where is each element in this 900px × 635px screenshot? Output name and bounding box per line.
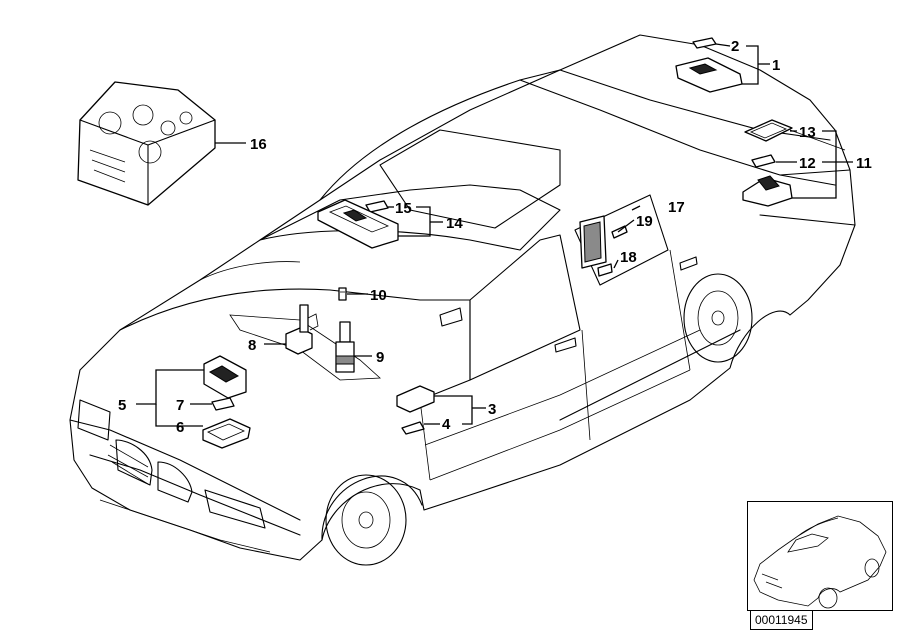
diagram-reference-code: 00011945 bbox=[750, 610, 813, 630]
callout-6: 6 bbox=[176, 419, 184, 436]
callout-17: 17 bbox=[668, 199, 685, 216]
callout-13: 13 bbox=[799, 124, 816, 141]
callout-9: 9 bbox=[376, 349, 384, 366]
glovebox-light bbox=[202, 355, 251, 449]
callout-18: 18 bbox=[620, 249, 637, 266]
callout-10: 10 bbox=[370, 287, 387, 304]
leader-lines bbox=[136, 43, 853, 427]
callout-14: 14 bbox=[446, 215, 463, 232]
switch-9 bbox=[335, 321, 355, 373]
callout-5: 5 bbox=[118, 397, 126, 414]
front-interior-light bbox=[317, 199, 399, 249]
bulb-kit-box bbox=[77, 81, 216, 206]
callout-15: 15 bbox=[395, 200, 412, 217]
callout-2: 2 bbox=[731, 38, 739, 55]
callout-16: 16 bbox=[250, 136, 267, 153]
callout-7: 7 bbox=[176, 397, 184, 414]
socket-8 bbox=[285, 304, 319, 355]
callout-4: 4 bbox=[442, 416, 451, 433]
callout-19: 19 bbox=[636, 213, 653, 230]
pillar-light bbox=[579, 215, 628, 277]
footwell-light bbox=[396, 385, 435, 435]
callout-3: 3 bbox=[488, 401, 496, 418]
bulb-10 bbox=[338, 287, 347, 301]
callout-1: 1 bbox=[772, 57, 780, 74]
thumbnail-car-icon bbox=[753, 515, 887, 609]
callout-12: 12 bbox=[799, 155, 816, 172]
reference-thumbnail bbox=[747, 501, 893, 611]
callout-8: 8 bbox=[248, 337, 256, 354]
callout-11: 11 bbox=[856, 155, 872, 172]
car-body-illustration bbox=[69, 34, 856, 566]
reading-light-assembly bbox=[742, 119, 793, 207]
